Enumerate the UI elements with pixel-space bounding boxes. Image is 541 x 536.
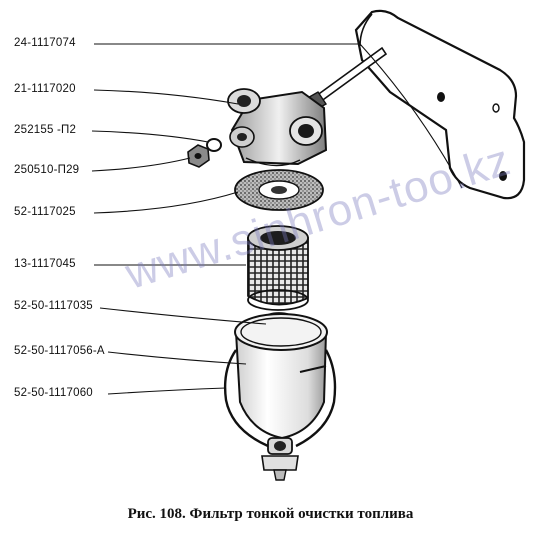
leader-bracket-extension (359, 43, 463, 189)
bracket (354, 9, 526, 200)
callout-filter-element: 13-1117045 (14, 258, 76, 270)
leader-body-bolt (93, 89, 239, 105)
callout-washer: 252155 -П2 (14, 124, 77, 136)
callout-gasket: 52-1117025 (14, 206, 76, 218)
leader-spring (99, 307, 267, 325)
callout-seal-ring: 52-50-1117056-А (14, 345, 105, 357)
callout-bracket: 24-1117074 (14, 37, 76, 49)
leader-washer (91, 130, 209, 143)
leader-gasket (93, 191, 239, 214)
filter-element (247, 225, 309, 311)
leader-lines (91, 43, 463, 395)
figure-caption: Рис. 108. Фильтр тонкой очистки топлива (127, 506, 414, 522)
leader-sump-bowl (107, 387, 227, 395)
leader-seal-ring (107, 351, 247, 365)
callout-nut: 250510-П29 (14, 164, 80, 176)
sump-bowl (223, 313, 337, 481)
leader-nut (91, 157, 191, 172)
filter-head (227, 88, 328, 167)
callout-body-bolt: 21-1117020 (14, 83, 76, 95)
gasket (234, 169, 324, 211)
washer-nut (187, 138, 222, 168)
callout-sump-bowl: 52-50-1117060 (14, 387, 93, 399)
callout-spring: 52-50-1117035 (14, 300, 93, 312)
